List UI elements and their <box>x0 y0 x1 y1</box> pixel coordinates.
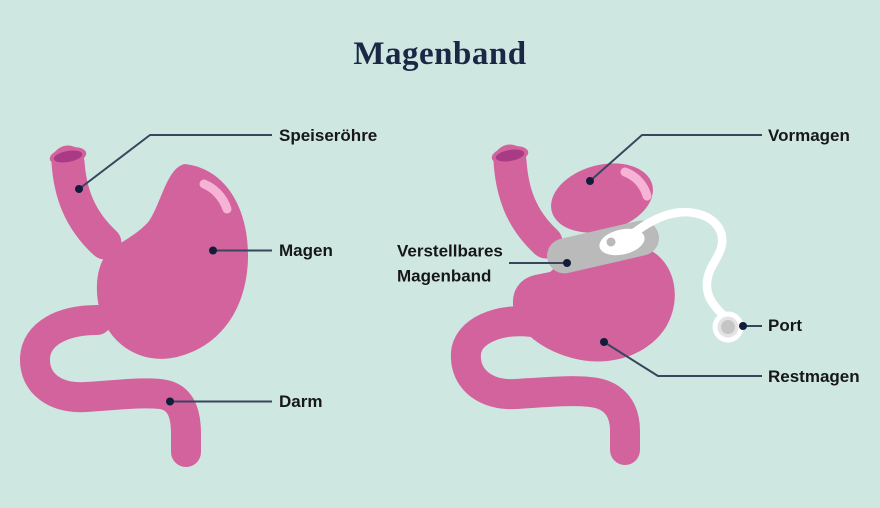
esophagus-left <box>51 145 122 260</box>
vormagen-pouch <box>551 163 653 233</box>
leader-dot-magen <box>209 246 217 255</box>
leader-dot-darm <box>166 397 174 406</box>
intestine-left <box>20 305 201 467</box>
band-connector-hole <box>606 237 616 247</box>
leader-dot-band <box>563 259 571 267</box>
port-inner <box>721 320 735 334</box>
label-port: Port <box>768 315 802 335</box>
leader-vormagen <box>589 134 762 182</box>
leader-dot-vormagen <box>586 177 594 185</box>
page-title: Magenband <box>353 36 527 72</box>
stomach-body <box>96 164 249 359</box>
label-speiseroehre: Speiseröhre <box>279 125 378 145</box>
port-tube <box>625 207 728 320</box>
label-magen: Magen <box>279 240 333 260</box>
restmagen-body <box>512 243 675 362</box>
label-vormagen: Vormagen <box>768 125 850 145</box>
esophagus-right <box>493 144 563 259</box>
label-verstellbares-magenband: Verstellbares Magenband <box>397 240 503 289</box>
leader-restmagen <box>603 341 762 377</box>
label-restmagen: Restmagen <box>768 366 860 386</box>
leader-dot-speiseroehre <box>75 185 83 193</box>
left-figure-normal-stomach <box>20 134 272 467</box>
leader-dot-restmagen <box>600 338 608 346</box>
leader-dot-port <box>739 322 747 330</box>
label-verstellbares-magenband-line1: Verstellbares <box>397 241 503 261</box>
esophagus-opening-right <box>495 149 525 162</box>
esophagus-opening-left <box>53 150 83 163</box>
leader-speiseroehre <box>78 134 272 190</box>
stomach-highlight-left <box>199 179 232 214</box>
intestine-right <box>450 306 640 465</box>
right-figure-banded-stomach <box>450 134 762 465</box>
pouch-highlight <box>620 167 652 201</box>
label-darm: Darm <box>279 391 323 411</box>
label-verstellbares-magenband-line2: Magenband <box>397 266 492 285</box>
